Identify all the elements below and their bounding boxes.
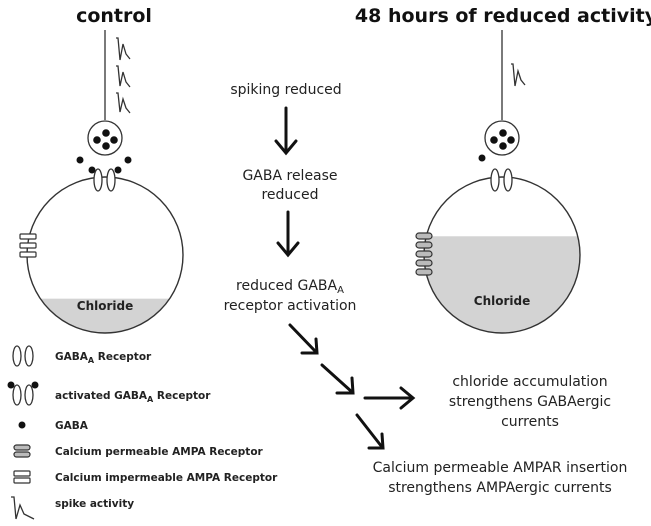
gaba-molecule (478, 154, 486, 162)
gaba-vesicle (110, 136, 118, 144)
outcome-chloride-3: currents (501, 414, 559, 430)
legend-ca-impermeable-ampa: Calcium impermeable AMPA Receptor (55, 472, 278, 484)
legend-spike-activity: spike activity (55, 498, 134, 510)
legend-gaba: GABA (55, 420, 89, 432)
legend-ca-permeable-ampa: Calcium permeable AMPA Receptor (55, 446, 264, 458)
outcome-chloride-1: chloride accumulation (452, 374, 607, 390)
outcome-ampar-2: strengthens AMPAergic currents (388, 480, 612, 496)
spike-icon (116, 65, 131, 88)
control-vesicles (76, 129, 132, 174)
gaba-vesicle (93, 136, 101, 144)
gaba-molecule (76, 156, 84, 164)
reduced-chloride-label: Chloride (474, 294, 530, 308)
reduced-presynaptic-terminal (484, 120, 520, 156)
outcome-chloride-2: strengthens GABAergic (449, 394, 611, 410)
control-ca-impermeable-ampa-receptor (19, 233, 37, 258)
gaba-vesicle (102, 129, 110, 137)
gaba-a-receptor-icon (12, 345, 34, 367)
control-cell: Chloride (26, 176, 184, 334)
gaba-vesicle (507, 136, 515, 144)
reduced-cell: Chloride (423, 176, 581, 334)
spike-activity-icon (11, 496, 35, 520)
reduced-ca-permeable-ampa-receptor (415, 232, 433, 276)
spike-icon (116, 37, 131, 61)
flow-step-spiking-reduced: spiking reduced (230, 82, 341, 98)
gaba-icon (18, 421, 26, 429)
control-chloride-label: Chloride (77, 299, 133, 313)
gaba-molecule (124, 156, 132, 164)
gaba-molecule (88, 166, 96, 174)
reduced-gaba-a-receptor (490, 168, 513, 192)
diagonal-arrow-icon (288, 323, 355, 395)
control-title: control (76, 5, 152, 27)
ca-permeable-ampa-icon (13, 444, 31, 458)
gaba-vesicle (102, 142, 110, 150)
gaba-vesicle (499, 142, 507, 150)
legend-activated-gaba-a-receptor: activated GABAA Receptor (55, 390, 211, 404)
legend: GABAA Receptor activated GABAA Receptor … (7, 345, 278, 520)
gaba-vesicle (499, 129, 507, 137)
control-gaba-a-receptor (93, 168, 116, 192)
reduced-activity-title: 48 hours of reduced activity (355, 5, 651, 27)
spike-icon (116, 92, 131, 114)
activated-gaba-a-receptor-icon (7, 381, 39, 406)
flow-step-receptor-activation-2: receptor activation (224, 298, 357, 314)
reduced-neuron (484, 30, 526, 156)
gaba-vesicle (490, 136, 498, 144)
flow-step-gaba-release-2: reduced (261, 187, 318, 203)
right-arrow-icon (363, 386, 416, 410)
gaba-molecule (114, 166, 122, 174)
diagonal-arrow-icon (355, 413, 385, 450)
reduced-vesicles (478, 129, 515, 162)
outcome-ampar-1: Calcium permeable AMPAR insertion (373, 460, 628, 476)
legend-gaba-a-receptor: GABAA Receptor (55, 351, 152, 365)
down-arrow-icon (276, 210, 300, 258)
down-arrow-icon (274, 106, 298, 156)
flow-step-receptor-activation-1: reduced GABAA (236, 278, 344, 296)
flow-step-gaba-release-1: GABA release (242, 168, 337, 184)
reduced-chloride-fill (424, 236, 580, 333)
control-neuron (87, 30, 131, 156)
ca-impermeable-ampa-icon (13, 470, 31, 484)
spike-icon (511, 63, 526, 87)
control-presynaptic-terminal (87, 120, 123, 156)
